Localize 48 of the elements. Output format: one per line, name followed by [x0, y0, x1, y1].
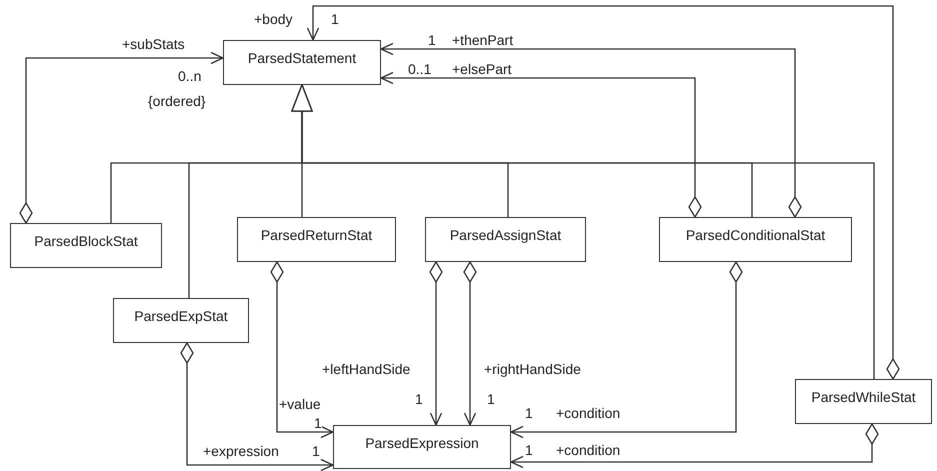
class-name: ParsedReturnStat — [260, 227, 372, 243]
role-label: +value — [279, 397, 321, 411]
class-name: ParsedAssignStat — [450, 227, 562, 243]
aggregation-arrow — [380, 72, 702, 218]
class-box — [223, 40, 381, 85]
aggregation-arrow — [429, 261, 443, 426]
class-name: ParsedExpStat — [134, 308, 228, 324]
multiplicity-label: 1 — [331, 12, 339, 26]
multiplicity-label: 1 — [525, 443, 533, 457]
role-label: +condition — [556, 443, 620, 457]
aggregation-arrow — [270, 261, 334, 438]
role-label: +expression — [203, 444, 279, 458]
class-box — [659, 217, 852, 262]
multiplicity-label: 1 — [428, 33, 436, 47]
class-box — [10, 223, 162, 268]
aggregation-arrow — [180, 342, 334, 471]
aggregation-arrow — [19, 52, 224, 224]
class-name: ParsedWhileStat — [811, 389, 916, 405]
role-label: +elsePart — [452, 62, 512, 76]
class-box — [113, 298, 249, 343]
role-label: +leftHandSide — [322, 362, 410, 376]
class-box — [425, 217, 586, 262]
role-label: +body — [254, 12, 293, 26]
multiplicity-label: 1 — [487, 392, 495, 406]
multiplicity-label: 1 — [312, 444, 320, 458]
aggregation-arrow — [306, 5, 900, 380]
class-name: ParsedExpression — [365, 435, 479, 451]
class-name: ParsedConditionalStat — [686, 227, 826, 243]
aggregation-arrow — [463, 261, 477, 426]
class-box — [333, 425, 511, 469]
class-box — [795, 379, 932, 424]
role-label: +condition — [556, 406, 620, 420]
constraint-label: {ordered} — [148, 94, 206, 108]
role-label: +rightHandSide — [484, 362, 581, 376]
aggregation-arrow — [380, 42, 802, 218]
class-box — [237, 217, 396, 262]
aggregation-arrow — [510, 423, 879, 468]
multiplicity-label: 0..n — [178, 69, 202, 83]
role-label: +thenPart — [452, 33, 514, 47]
multiplicity-label: 0..1 — [408, 62, 432, 76]
generalization-arrow — [291, 84, 875, 379]
class-name: ParsedStatement — [248, 50, 356, 66]
multiplicity-label: 1 — [314, 416, 322, 430]
role-label: +subStats — [122, 37, 185, 51]
multiplicity-label: 1 — [525, 406, 533, 420]
aggregation-arrow — [510, 261, 743, 438]
multiplicity-label: 1 — [415, 392, 423, 406]
class-name: ParsedBlockStat — [34, 233, 138, 249]
